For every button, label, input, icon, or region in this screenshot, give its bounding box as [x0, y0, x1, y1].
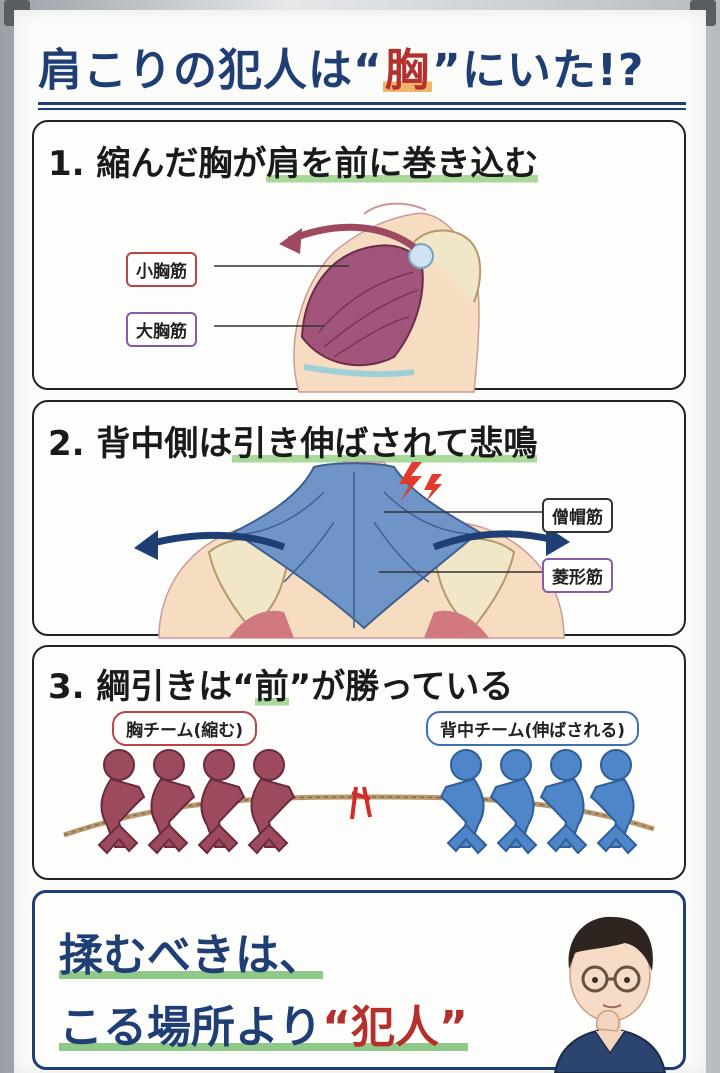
culprit-highlight: “犯人”: [322, 1002, 468, 1053]
title-highlight: 胸: [382, 45, 432, 96]
label-pectoralis-major: 大胸筋: [126, 312, 197, 347]
rope-center-ribbon-icon: [350, 786, 372, 820]
conclusion-line-2: こる場所より“犯人”: [59, 1002, 468, 1053]
title-prefix: 肩こりの犯人は: [38, 45, 353, 96]
title-underline: [38, 102, 686, 105]
presenter-avatar: [553, 916, 667, 1073]
chest-illustration: [214, 202, 482, 393]
panel-2-heading: 2. 背中側は引き伸ばされて悲鳴: [48, 424, 538, 464]
title-close-quote: ”: [431, 45, 462, 96]
conclusion-line-1: 揉むべきは、: [59, 930, 323, 981]
chest-team-figures: [97, 749, 296, 855]
pain-lightning-icon: [399, 462, 442, 502]
team-label-chest: 胸チーム(縮む): [112, 711, 258, 746]
panel-conclusion: 揉むべきは、 こる場所より“犯人”: [32, 890, 686, 1073]
panel-tug-of-war: 3. 綱引きは“前”が勝っている 胸チーム(縮む) 背中チーム(伸ばされる): [32, 645, 686, 880]
page-title: 肩こりの犯人は“胸”にいた!?: [38, 34, 678, 98]
back-illustration: [134, 461, 570, 639]
back-team-figures: [439, 749, 638, 855]
team-label-back: 背中チーム(伸ばされる): [426, 711, 640, 746]
label-pectoralis-minor: 小胸筋: [126, 252, 197, 287]
panel-1-heading: 1. 縮んだ胸が肩を前に巻き込む: [48, 144, 539, 184]
trapezius-muscle-shape: [232, 462, 481, 630]
panel-chest-shoulder: 1. 縮んだ胸が肩を前に巻き込む 小胸筋 大胸筋: [32, 120, 686, 393]
forward-arrow-icon: [287, 223, 417, 250]
title-underline-thin: [38, 108, 686, 110]
stretch-right-arrow-icon: [432, 530, 555, 551]
panel-back-stretch: 2. 背中側は引き伸ばされて悲鳴 僧帽筋 菱形筋: [32, 400, 686, 639]
label-rhomboid: 菱形筋: [542, 558, 613, 593]
title-open-quote: “: [353, 45, 383, 96]
stretch-left-arrow-icon: [148, 531, 286, 551]
tug-of-war-illustration: [63, 749, 655, 855]
label-trapezius: 僧帽筋: [542, 498, 613, 533]
title-suffix: にいた!?: [461, 45, 645, 96]
panel-3-heading: 3. 綱引きは“前”が勝っている: [48, 667, 514, 707]
